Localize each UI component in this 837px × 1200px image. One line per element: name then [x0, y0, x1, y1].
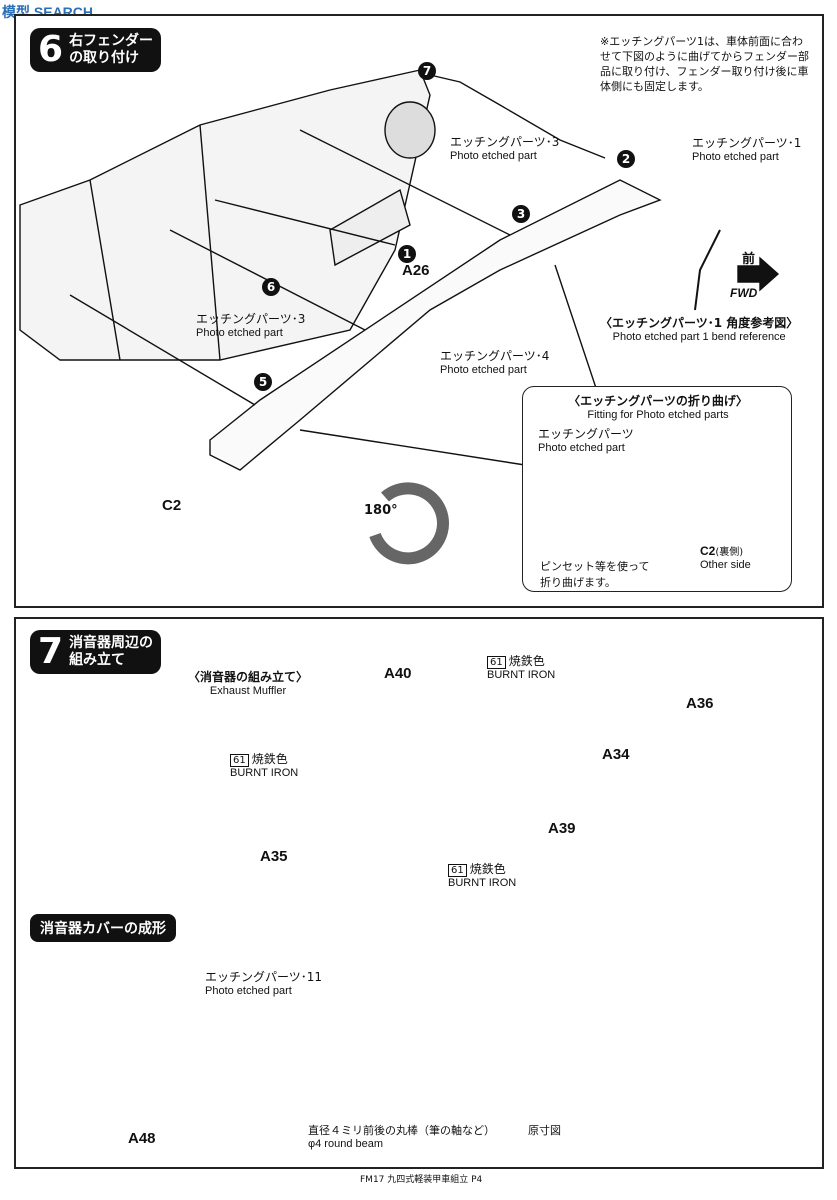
fold-title: 〈エッチングパーツの折り曲げ〉Fitting for Photo etched … — [568, 394, 748, 421]
step7-badge: 7 消音器周辺の組み立て — [30, 630, 162, 674]
bend-reference-label: 〈エッチングパーツ･1 角度参考図〉Photo etched part 1 be… — [600, 316, 799, 343]
order-1: 1 — [398, 245, 416, 263]
order-3: 3 — [512, 205, 530, 223]
part-a26: A26 — [402, 262, 430, 279]
part-a40: A40 — [384, 665, 412, 682]
order-7: 7 — [418, 62, 436, 80]
part-a39: A39 — [548, 820, 576, 837]
actual-size-label: 原寸図 — [528, 1124, 561, 1137]
step7-number: 7 — [38, 631, 64, 672]
step7-title: 消音器周辺の組み立て — [69, 635, 154, 668]
fold-c2-label: C2(裏側) Other side — [700, 544, 751, 571]
part-a36: A36 — [686, 695, 714, 712]
fold-tip: ピンセット等を使って折り曲げます。 — [540, 560, 650, 589]
step6-note: ※エッチングパーツ1は、車体前面に合わせて下図のように曲げてからフェンダー部品に… — [600, 35, 809, 93]
part-a35: A35 — [260, 848, 288, 865]
cover-forming-badge: 消音器カバーの成形 — [30, 914, 176, 942]
rod-label: 直径４ミリ前後の丸棒（筆の軸など）φ4 round beam — [308, 1124, 495, 1150]
step6-badge: 6 右フェンダーの取り付け — [30, 28, 162, 72]
order-6: 6 — [262, 278, 280, 296]
order-5: 5 — [254, 373, 272, 391]
fwd-jp: 前 — [742, 252, 756, 267]
step6-number: 6 — [38, 29, 64, 70]
muffler-heading: 〈消音器の組み立て〉Exhaust Muffler — [188, 670, 309, 697]
order-2: 2 — [617, 150, 635, 168]
part-a34: A34 — [602, 746, 630, 763]
page-footer: FM17 九四式軽装甲車組立 P4 — [360, 1175, 483, 1185]
step6-title: 右フェンダーの取り付け — [69, 33, 154, 66]
rotate-180: 180° — [364, 503, 398, 518]
fold-callout — [522, 386, 792, 592]
fwd-en: FWD — [730, 286, 758, 300]
part-a48: A48 — [128, 1130, 156, 1147]
part-c2: C2 — [162, 497, 182, 514]
step7-panel — [14, 617, 824, 1169]
